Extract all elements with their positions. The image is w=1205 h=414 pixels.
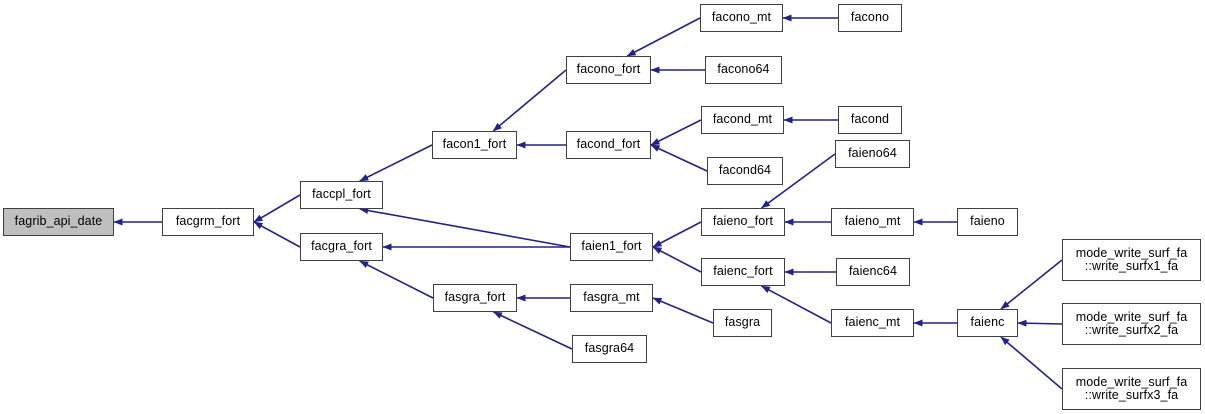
graph-node-label: facon1_fort	[442, 137, 507, 152]
graph-node-label: faieno	[970, 214, 1005, 229]
graph-edge-fasgra_fort-to-facgra_fort	[359, 260, 434, 299]
graph-node-label: fasgra	[724, 315, 761, 330]
graph-node-label: fasgra_fort	[444, 290, 506, 305]
graph-edge-fasgra64-to-fasgra_fort	[493, 311, 573, 350]
graph-node-label: mode_write_surf_fa ::write_surfx1_fa	[1075, 245, 1188, 273]
graph-node-facond64[interactable]: facond64	[707, 157, 783, 185]
graph-edge-faieno_fort-to-faien1_fort	[652, 221, 702, 248]
graph-edge-facond64-to-facond_fort	[650, 144, 708, 172]
graph-edge-write_surfx3_fa-to-faienc	[1000, 336, 1063, 390]
graph-node-label: mode_write_surf_fa ::write_surfx2_fa	[1075, 309, 1188, 337]
graph-node-fasgra[interactable]: fasgra	[713, 309, 772, 337]
graph-edge-fasgra-to-fasgra_mt	[652, 297, 714, 324]
graph-edge-faccpl_fort-to-facgrm_fort	[253, 194, 301, 223]
graph-node-label: fagrib_api_date	[14, 214, 103, 229]
graph-node-facond[interactable]: facond	[838, 106, 902, 134]
graph-edge-facgra_fort-to-facgrm_fort	[253, 221, 301, 248]
graph-node-faien1_fort[interactable]: faien1_fort	[570, 233, 653, 261]
graph-node-faieno64[interactable]: faieno64	[835, 140, 910, 168]
graph-node-facond_mt[interactable]: facond_mt	[701, 106, 784, 134]
graph-node-facono[interactable]: facono	[838, 4, 902, 32]
graph-node-faienc_mt[interactable]: faienc_mt	[831, 309, 914, 337]
graph-node-label: faienc_fort	[713, 264, 773, 279]
graph-node-write_surfx1_fa[interactable]: mode_write_surf_fa ::write_surfx1_fa	[1062, 239, 1201, 281]
graph-edge-facon1_fort-to-faccpl_fort	[359, 144, 433, 182]
graph-node-label: facono64	[717, 62, 770, 77]
graph-edge-faien1_fort-to-faccpl_fort	[359, 207, 571, 248]
graph-node-faieno_fort[interactable]: faieno_fort	[701, 208, 785, 236]
graph-node-facono64[interactable]: facono64	[705, 56, 782, 84]
graph-node-label: facono_mt	[711, 10, 772, 25]
graph-node-label: facond64	[718, 163, 772, 178]
graph-node-faienc[interactable]: faienc	[957, 309, 1018, 337]
graph-node-label: facond_mt	[712, 112, 773, 127]
graph-node-label: fasgra64	[584, 341, 635, 356]
graph-node-faccpl_fort[interactable]: faccpl_fort	[300, 181, 383, 209]
graph-node-label: faien1_fort	[581, 239, 642, 254]
graph-node-label: facono	[850, 10, 890, 25]
graph-edge-facono_fort-to-facon1_fort	[492, 69, 567, 132]
graph-node-label: fasgra_mt	[583, 290, 640, 305]
graph-node-label: faieno64	[848, 146, 897, 161]
graph-node-label: facond	[850, 112, 890, 127]
graph-node-faieno[interactable]: faieno	[957, 208, 1018, 236]
graph-node-fasgra64[interactable]: fasgra64	[572, 335, 647, 363]
graph-node-label: facono_fort	[576, 62, 641, 77]
graph-node-label: faieno_fort	[712, 214, 774, 229]
graph-node-faienc64[interactable]: faienc64	[836, 258, 910, 286]
graph-node-facon1_fort[interactable]: facon1_fort	[432, 131, 517, 159]
graph-node-fasgra_mt[interactable]: fasgra_mt	[570, 284, 653, 312]
graph-edge-facond_mt-to-facond_fort	[650, 119, 702, 146]
graph-node-faienc_fort[interactable]: faienc_fort	[701, 258, 785, 286]
graph-node-write_surfx2_fa[interactable]: mode_write_surf_fa ::write_surfx2_fa	[1062, 303, 1201, 345]
graph-node-facgra_fort[interactable]: facgra_fort	[300, 233, 383, 261]
graph-node-label: faienc64	[848, 264, 898, 279]
graph-edge-facono_mt-to-facono_fort	[626, 17, 701, 57]
graph-edge-write_surfx2_fa-to-faienc	[1017, 319, 1063, 327]
graph-node-faieno_mt[interactable]: faieno_mt	[831, 208, 914, 236]
graph-node-facono_mt[interactable]: facono_mt	[700, 4, 783, 32]
graph-node-facono_fort[interactable]: facono_fort	[566, 56, 651, 84]
graph-node-fagrib_api_date[interactable]: fagrib_api_date	[3, 208, 114, 236]
graph-node-label: faccpl_fort	[312, 187, 371, 202]
graph-node-facgrm_fort[interactable]: facgrm_fort	[162, 208, 254, 236]
graph-node-facond_fort[interactable]: facond_fort	[566, 131, 651, 159]
graph-node-label: faieno_mt	[844, 214, 901, 229]
graph-edge-write_surfx1_fa-to-faienc	[1000, 259, 1063, 310]
graph-node-fasgra_fort[interactable]: fasgra_fort	[433, 284, 517, 312]
graph-node-label: facgrm_fort	[175, 214, 241, 229]
graph-node-label: faienc	[970, 315, 1005, 330]
graph-node-label: facgra_fort	[311, 239, 372, 254]
graph-node-label: faienc_mt	[844, 315, 901, 330]
graph-edge-faienc_fort-to-faien1_fort	[652, 246, 702, 273]
graph-node-label: facond_fort	[576, 137, 641, 152]
graph-node-write_surfx3_fa[interactable]: mode_write_surf_fa ::write_surfx3_fa	[1062, 368, 1201, 410]
graph-node-label: mode_write_surf_fa ::write_surfx3_fa	[1075, 374, 1188, 402]
